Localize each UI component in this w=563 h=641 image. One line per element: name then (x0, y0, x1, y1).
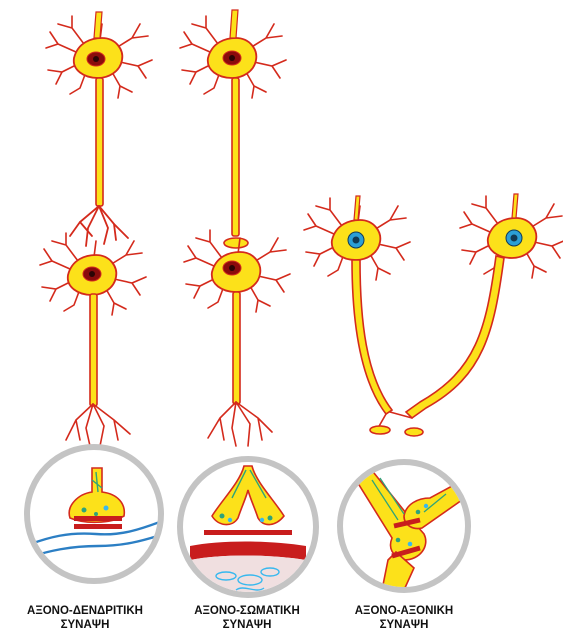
caption-axosomatic-synapse: ΑΞΟΝΟ-ΣΩΜΑΤΙΚΗ ΣΥΝΑΨΗ (172, 604, 322, 632)
axosomatic-pair (180, 10, 290, 446)
caption-axodendritic-synapse: ΑΞΟΝΟ-ΔΕΝΔΡΙΤΙΚΗ ΣΥΝΑΨΗ (10, 604, 160, 632)
caption-line-2: ΣΥΝΑΨΗ (172, 618, 322, 632)
axoaxonic-pair (304, 194, 563, 436)
neuron-icon (180, 10, 286, 248)
axon (232, 78, 239, 236)
caption-line-2: ΣΥΝΑΨΗ (334, 618, 474, 632)
axon (96, 78, 103, 206)
caption-line-1: ΑΞΟΝΟ-ΔΕΝΔΡΙΤΙΚΗ (10, 604, 160, 618)
neuron-icon (406, 194, 563, 418)
caption-line-1: ΑΞΟΝΟ-ΣΩΜΑΤΙΚΗ (172, 604, 322, 618)
axodendritic-pair (40, 12, 152, 446)
axon-terminal (224, 238, 248, 248)
magnified-synapse-icon (20, 447, 170, 581)
neuron-icon (304, 196, 423, 436)
caption-line-1: ΑΞΟΝΟ-ΑΞΟΝΙΚΗ (334, 604, 474, 618)
caption-line-2: ΣΥΝΑΨΗ (10, 618, 160, 632)
axon-terminal (405, 428, 423, 436)
neuron-icon (184, 230, 290, 446)
neuron-icon (40, 233, 146, 446)
magnified-synapse-icon (340, 462, 468, 590)
axon (406, 256, 504, 418)
axon (90, 294, 97, 406)
axon (352, 260, 392, 414)
neuron-icon (46, 12, 152, 246)
axon-terminal (370, 426, 390, 434)
magnified-synapse-icon (180, 459, 316, 600)
caption-axoaxonic-synapse: ΑΞΟΝΟ-ΑΞΟΝΙΚΗ ΣΥΝΑΨΗ (334, 604, 474, 632)
axon (233, 292, 240, 404)
